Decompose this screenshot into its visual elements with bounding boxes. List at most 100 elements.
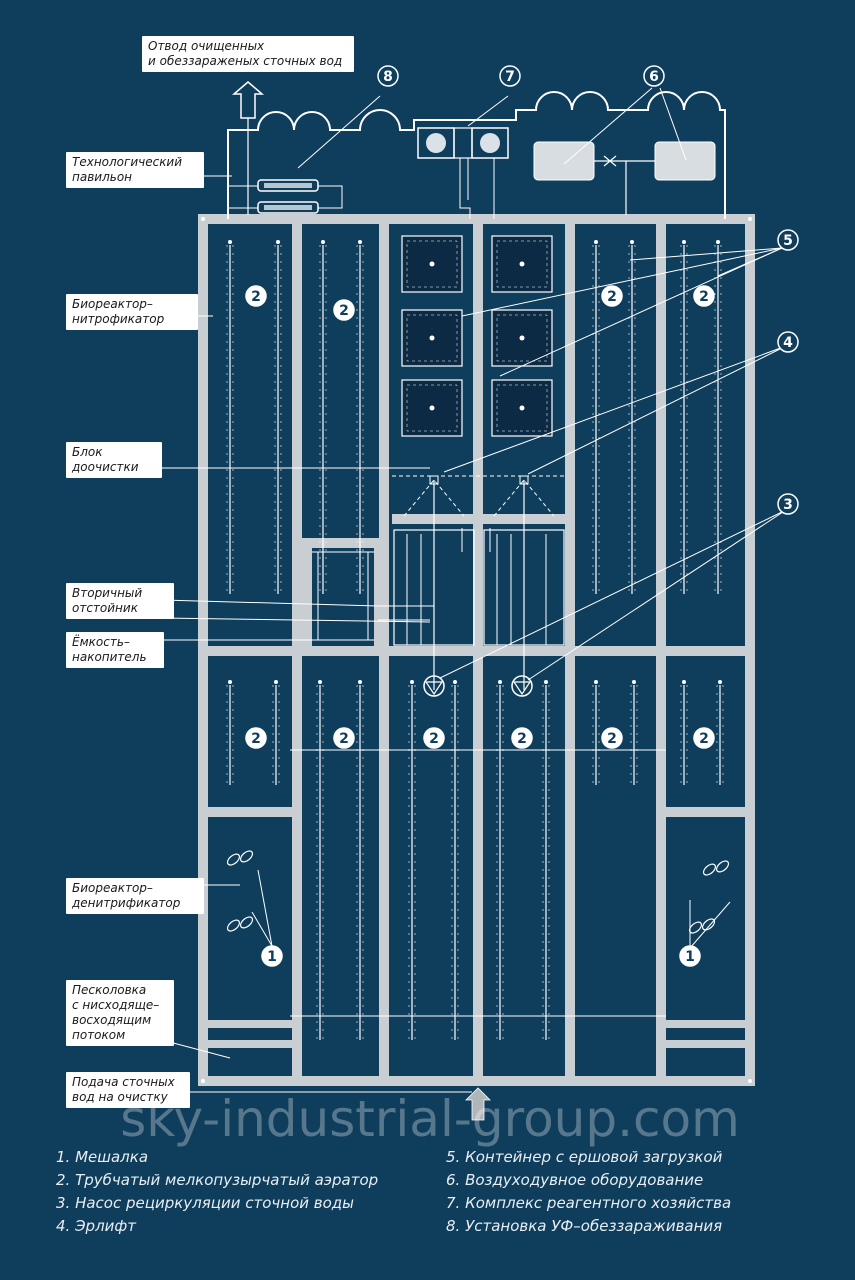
callout-circle <box>245 285 267 307</box>
aerator-top <box>321 240 325 244</box>
leader-line <box>297 95 381 169</box>
aerator-top <box>544 680 548 684</box>
aerator-top <box>594 240 598 244</box>
brush-fill <box>496 314 548 362</box>
label-secondary-clarifier: Вторичный отстойник <box>66 583 174 619</box>
legend-item: 8. Установка УФ–обеззараживания <box>446 1217 723 1235</box>
callout-number: 2 <box>607 731 617 747</box>
clarifier-wall <box>302 538 312 646</box>
horizontal-wall <box>203 1020 302 1028</box>
mixer-blade <box>239 850 254 863</box>
leader-line <box>461 247 783 317</box>
post-treatment-floor <box>392 514 566 524</box>
callout-number: 1 <box>685 949 695 965</box>
leader-line <box>467 95 509 127</box>
down-flow <box>461 528 491 552</box>
mixer-blade <box>226 853 241 866</box>
callout-number: 2 <box>251 289 261 305</box>
sand-trap-wall <box>203 1040 302 1048</box>
aerator-top <box>716 240 720 244</box>
aerator-top <box>358 240 362 244</box>
aerator-top <box>318 680 322 684</box>
legend-left: 1. Мешалка 2. Трубчатый мелкопузырчатый … <box>56 1146 378 1238</box>
callout-number: 5 <box>783 233 793 249</box>
label-post-treatment: Блок доочистки <box>66 442 162 478</box>
corner-mark <box>748 1079 752 1083</box>
brush-fill <box>406 384 458 432</box>
label-storage-tank: Ёмкость– накопитель <box>66 632 164 668</box>
callout-number: 6 <box>649 69 659 85</box>
callout-number: 1 <box>267 949 277 965</box>
vertical-wall <box>473 219 483 651</box>
vertical-wall <box>379 651 389 1081</box>
aerator-top <box>228 240 232 244</box>
reagent-pipes <box>459 158 495 219</box>
leader-line <box>439 509 787 679</box>
brush-center <box>519 261 525 267</box>
vertical-wall <box>565 219 575 651</box>
leader-line <box>161 599 379 607</box>
horizontal-wall <box>656 807 750 817</box>
watermark: sky-industrial-group.com <box>120 1090 740 1148</box>
callout-number: 2 <box>699 731 709 747</box>
label-denitrifier: Биореактор– денитрификатор <box>66 878 204 914</box>
callout-number: 4 <box>783 335 793 351</box>
mixer-blade <box>702 863 717 876</box>
callout-circle <box>601 727 623 749</box>
callout-circle <box>693 285 715 307</box>
brush-fill <box>406 314 458 362</box>
aerator-top <box>632 680 636 684</box>
uv-pipes <box>228 185 343 209</box>
legend-item: 6. Воздуходувное оборудование <box>446 1171 704 1189</box>
aerator-top <box>594 680 598 684</box>
label-sand-trap: Песколовка с нисходяще– восходящим поток… <box>66 980 174 1046</box>
aerator-top <box>682 240 686 244</box>
clarifier-wall <box>302 538 384 548</box>
inflow-arrow <box>465 1087 491 1121</box>
vertical-wall <box>473 651 483 1081</box>
brush-center <box>429 261 435 267</box>
vertical-wall <box>656 651 666 1081</box>
callout-circle <box>511 727 533 749</box>
label-nitrifier: Биореактор– нитрофикатор <box>66 294 198 330</box>
recirc-pump <box>511 675 533 697</box>
callout-circle <box>333 299 355 321</box>
callout-number: 7 <box>505 69 515 85</box>
aerator-top <box>453 680 457 684</box>
mixer-blade <box>226 919 241 932</box>
callout-number: 2 <box>607 289 617 305</box>
storage-outline <box>312 551 374 640</box>
brush-fill <box>496 240 548 288</box>
callout-circle <box>777 493 799 515</box>
leader-lines <box>150 87 787 1093</box>
aerator-top <box>358 680 362 684</box>
aerator-top <box>498 680 502 684</box>
uv-lamp <box>264 205 312 210</box>
vertical-wall <box>656 219 666 651</box>
leader-line <box>251 911 273 947</box>
legend-item: 1. Мешалка <box>56 1148 149 1166</box>
label-outflow: Отвод очищенных и обеззараженых сточных … <box>142 36 354 72</box>
technological-pavilion <box>227 81 726 219</box>
legend-item: 3. Насос рециркуляции сточной воды <box>56 1194 355 1212</box>
horizontal-wall <box>203 807 302 817</box>
blower <box>654 141 716 181</box>
callout-circle <box>777 331 799 353</box>
air-pipe <box>594 160 655 215</box>
blower <box>533 141 595 181</box>
leader-line <box>629 247 783 261</box>
valve <box>603 155 617 167</box>
callout-circle <box>693 727 715 749</box>
corner-mark <box>201 1079 205 1083</box>
legend-item: 4. Эрлифт <box>56 1217 136 1235</box>
brush-center <box>519 405 525 411</box>
uv-lamp <box>264 183 312 188</box>
brush-fill <box>496 384 548 432</box>
vertical-wall <box>292 651 302 1081</box>
clarifier-wall <box>374 538 384 646</box>
mixer-blade <box>701 918 716 931</box>
aerator-top <box>682 680 686 684</box>
clarifier-pipes <box>406 534 547 645</box>
brush-center <box>429 405 435 411</box>
